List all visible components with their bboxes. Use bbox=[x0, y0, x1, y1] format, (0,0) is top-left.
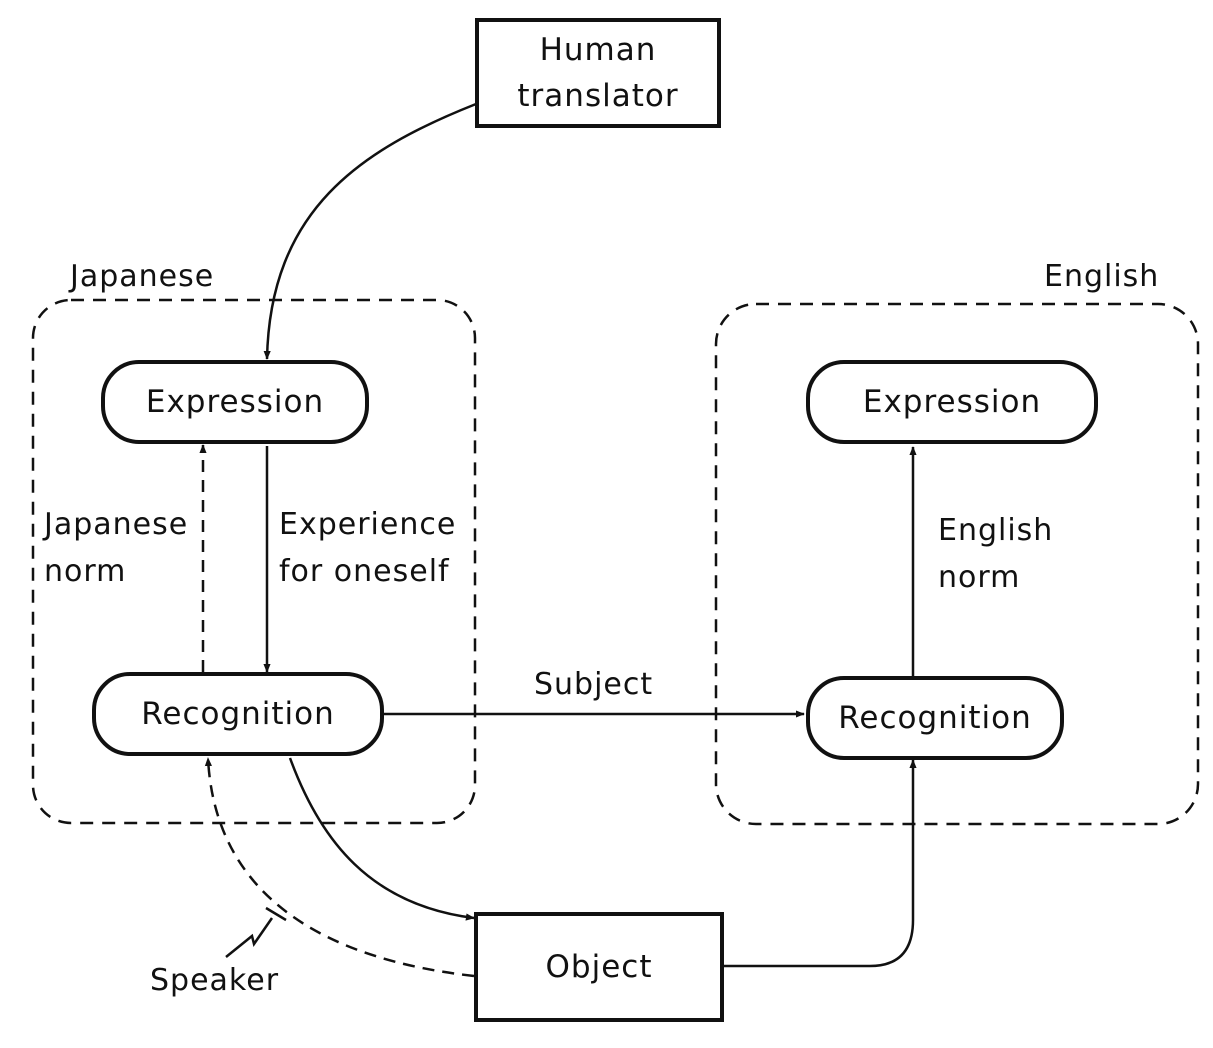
english-norm-line1: English bbox=[938, 513, 1054, 548]
speaker-label: Speaker bbox=[150, 963, 280, 998]
japanese-norm-line2: norm bbox=[44, 553, 127, 589]
speaker-path-arrow bbox=[204, 757, 475, 978]
en-recognition-label: Recognition bbox=[838, 699, 1032, 736]
en-recognition-node: Recognition bbox=[806, 676, 1064, 760]
english-norm-label: English norm bbox=[938, 508, 1053, 601]
object-label: Object bbox=[545, 948, 653, 985]
jp-recognition-node: Recognition bbox=[92, 672, 384, 756]
jp-expression-label: Expression bbox=[145, 383, 325, 420]
english-norm-line2: norm bbox=[938, 559, 1021, 595]
en-expression-label: Expression bbox=[862, 383, 1042, 420]
speaker-tick bbox=[265, 906, 287, 922]
japanese-group-boundary bbox=[31, 298, 477, 825]
object-node: Object bbox=[474, 912, 724, 1022]
japanese-group-label: Japanese bbox=[70, 259, 215, 294]
experience-line2: for oneself bbox=[279, 553, 450, 589]
experience-line1: Experience bbox=[279, 507, 457, 542]
subject-label: Subject bbox=[534, 667, 654, 702]
human-translator-line2: translator bbox=[517, 78, 679, 114]
japanese-norm-line1: Japanese bbox=[44, 507, 189, 542]
en-expression-node: Expression bbox=[806, 360, 1098, 444]
jp-recognition-label: Recognition bbox=[141, 695, 335, 732]
translator-to-jp-expression-arrow bbox=[263, 102, 477, 360]
english-group-label: English bbox=[1044, 259, 1160, 294]
object-to-en-recognition-arrow bbox=[724, 759, 917, 968]
japanese-norm-label: Japanese norm bbox=[44, 502, 188, 595]
human-translator-line1: Human bbox=[539, 31, 657, 68]
jp-expression-node: Expression bbox=[101, 360, 369, 444]
jp-recognition-to-object-arrow bbox=[288, 757, 475, 921]
human-translator-node: Human translator bbox=[475, 18, 721, 128]
experience-label: Experience for oneself bbox=[279, 502, 457, 595]
speaker-pointer bbox=[225, 917, 274, 958]
english-group-boundary bbox=[714, 302, 1200, 826]
